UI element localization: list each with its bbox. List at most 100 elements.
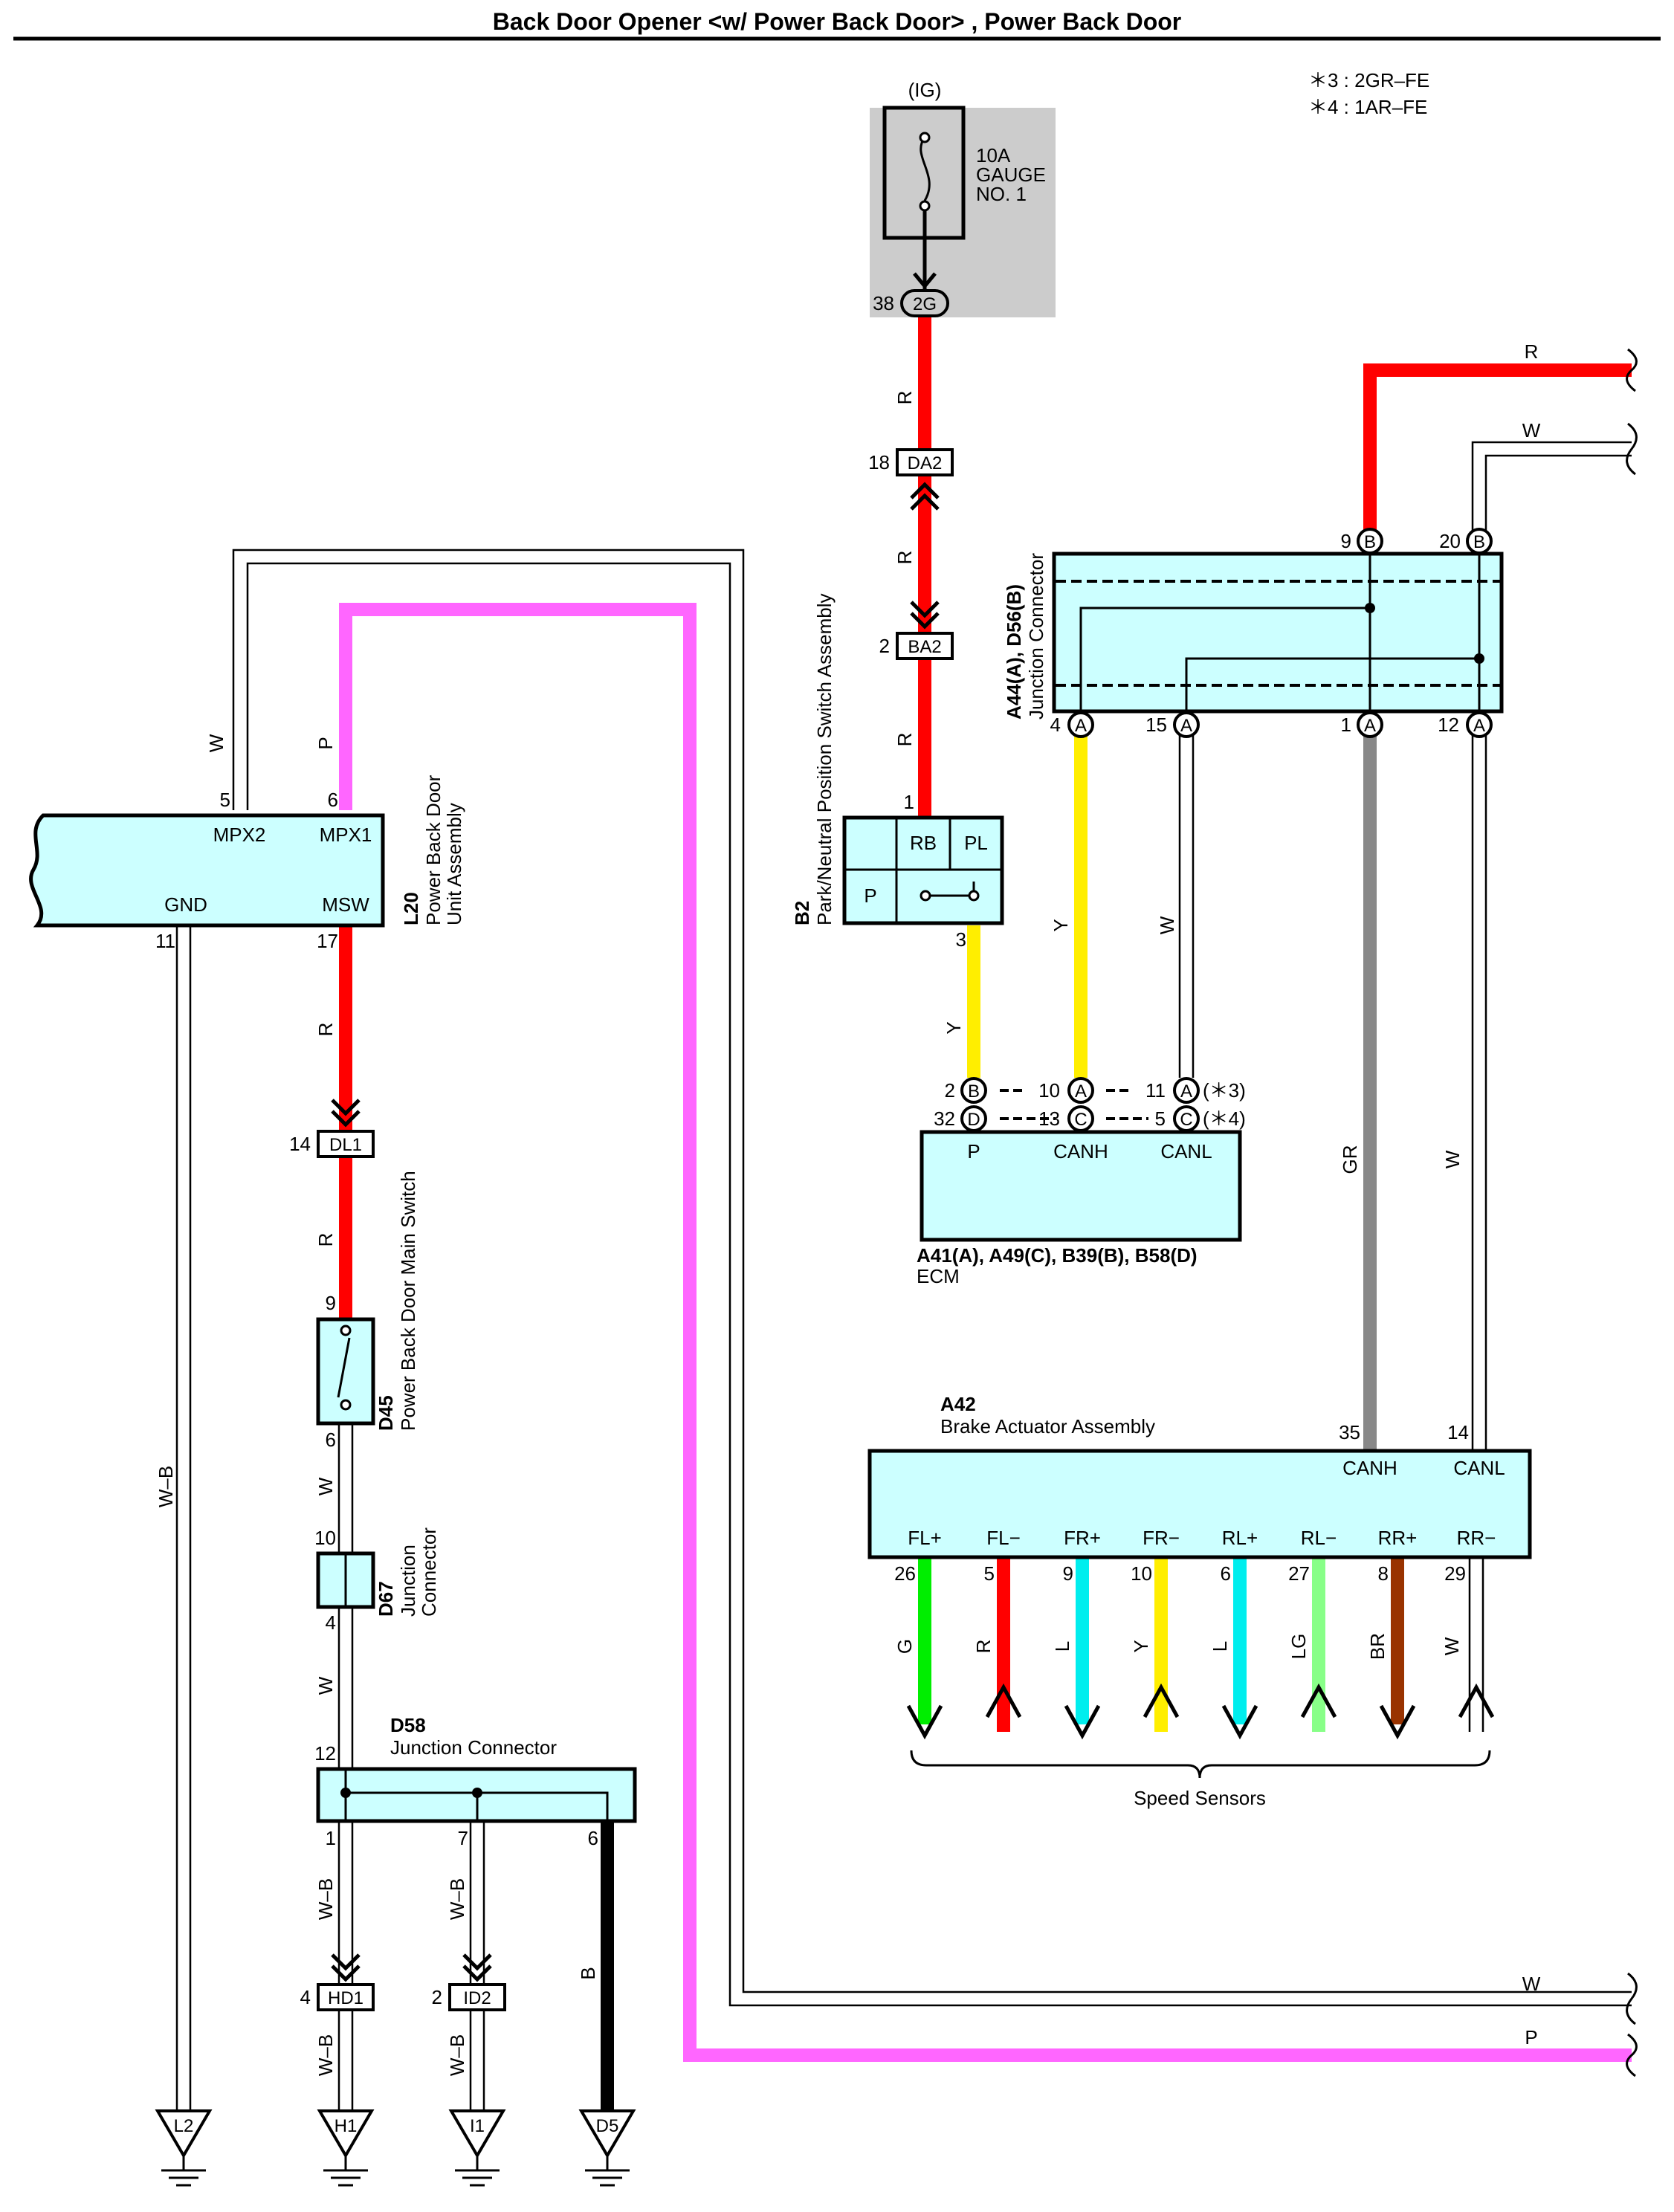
ecm-name: ECM (917, 1265, 960, 1287)
wire-label-y-b2: Y (943, 1021, 965, 1034)
speed-sensors-label: Speed Sensors (1134, 1787, 1266, 1809)
ba2-connector (896, 632, 954, 660)
a42-terminal-rr-minus: RR− (1457, 1527, 1496, 1549)
hd1-chevron-icon-2 (331, 1964, 361, 1982)
junction-connector-a44-d56 (1052, 552, 1504, 714)
ecm-pin-13-marker (1067, 1105, 1094, 1132)
l20-component (29, 813, 385, 928)
ecm-pin-5-marker (1173, 1105, 1200, 1132)
da2-pin: 18 (868, 451, 890, 473)
l20-pin-gnd: 11 (155, 930, 175, 952)
d45-code: D45 (375, 1395, 397, 1431)
wire-label-r-fuse: R (893, 391, 916, 405)
a42-pin-fl-minus: 5 (984, 1562, 995, 1585)
l20-terminal-gnd: GND (164, 893, 207, 916)
a42-name: Brake Actuator Assembly (940, 1415, 1155, 1438)
b2-code: B2 (791, 901, 813, 925)
wire-label-wb-h1-upper: W–B (314, 1878, 337, 1920)
hd1-pin: 4 (300, 1986, 311, 2008)
wire-label-w-mpx2: W (205, 734, 227, 752)
wire-break-r (1626, 348, 1638, 392)
wire-p-mpx1 (339, 603, 1632, 2062)
ba2-chevron-icon (910, 601, 940, 618)
a42-pin-fr-minus: 10 (1131, 1562, 1152, 1585)
d58-node-7 (472, 1788, 482, 1798)
id2-label: ID2 (463, 1988, 491, 2008)
fuse-supply-label: (IG) (908, 79, 942, 101)
junction-pin-15-letter: A (1180, 716, 1192, 736)
junction-pin-20-marker (1466, 528, 1493, 554)
wire-label-l-fr-plus: L (1051, 1641, 1073, 1652)
wire-label-w-bottom: W (1522, 1973, 1541, 1995)
b2-terminal-p: P (864, 885, 876, 907)
a42-pin-rl-plus: 6 (1221, 1562, 1231, 1585)
a42-terminal-rr-plus: RR+ (1378, 1527, 1418, 1549)
d58-name: Junction Connector (390, 1736, 557, 1759)
l20-code: L20 (400, 892, 422, 925)
d67-pin-out: 4 (326, 1611, 336, 1634)
d45-switch-blade-icon (337, 1337, 351, 1398)
l20-terminal-msw: MSW (322, 893, 369, 916)
d67-name-1: Junction (397, 1545, 419, 1617)
hd1-label: HD1 (328, 1988, 363, 2008)
ecm-terminal-canl: CANL (1160, 1140, 1212, 1162)
a42-terminal-rl-minus: RL− (1301, 1527, 1337, 1549)
id2-chevron-icon (462, 1953, 492, 1971)
wire-r-junction-top (1363, 363, 1632, 539)
ground-h1-label: H1 (335, 2116, 358, 2136)
d45-contact-bottom (340, 1399, 352, 1411)
ecm-pin-32-letter: D (967, 1110, 980, 1130)
a42-terminal-fr-plus: FR+ (1064, 1527, 1101, 1549)
ground-h1-icon (322, 2154, 369, 2187)
id2-pin: 2 (432, 1986, 442, 2008)
a42-pin-fr-plus: 9 (1063, 1562, 1073, 1585)
d58-node-1 (340, 1788, 351, 1798)
d58-pin-in: 12 (314, 1742, 336, 1765)
wire-label-r-msw: R (314, 1023, 337, 1037)
fuse-rating: 10A (976, 144, 1011, 166)
a42-terminal-fl-minus: FL− (986, 1527, 1021, 1549)
fuse-name-2: NO. 1 (976, 183, 1027, 205)
fuse-element-icon (920, 137, 931, 201)
ecm-pin-11-marker (1173, 1077, 1200, 1104)
a42-pin-canh: 35 (1339, 1421, 1360, 1443)
ecm-pin-13: 13 (1038, 1107, 1060, 1130)
dl1-chevron-icon-2 (331, 1110, 361, 1128)
ba2-pin: 2 (879, 635, 890, 657)
a42-terminal-rl-plus: RL+ (1222, 1527, 1258, 1549)
ecm-pin-10-letter: A (1075, 1081, 1087, 1102)
fuse-connector-label: 2G (913, 294, 937, 314)
junction-code: A44(A), D56(B) (1003, 584, 1025, 719)
junction-pin-12: 12 (1438, 714, 1459, 736)
id2-connector (448, 1983, 506, 2011)
ecm-component (920, 1130, 1242, 1242)
b2-switch-contact-right (968, 890, 980, 902)
junction-pin-9-letter: B (1364, 532, 1376, 552)
d67-pin-in: 10 (314, 1527, 336, 1549)
wire-w-mpx2-outer (232, 549, 1632, 1993)
arrow-up-rr-minus (1458, 1683, 1495, 1718)
ground-i1-label: I1 (470, 2116, 485, 2136)
junction-pin-15: 15 (1145, 714, 1167, 736)
ground-l2-label: L2 (174, 2116, 194, 2136)
hd1-chevron-icon (331, 1953, 361, 1971)
ecm-note-4: (＊4) (1203, 1107, 1246, 1130)
ecm-pin-10: 10 (1038, 1079, 1060, 1102)
junction-pin-4: 4 (1050, 714, 1061, 736)
wire-break-w-top (1626, 422, 1638, 476)
ground-d5-triangle (578, 2109, 636, 2158)
b2-terminal-rb: RB (910, 832, 937, 854)
wire-label-w-junction-ecm: W (1156, 916, 1178, 934)
wire-label-gr: GR (1339, 1145, 1361, 1174)
fuse-terminal-bottom (919, 200, 931, 212)
fuse-terminal-top (919, 132, 931, 143)
fuse-connector-2g (900, 289, 949, 317)
ecm-pin-2-marker (960, 1077, 987, 1104)
ecm-pin-32-marker (960, 1105, 987, 1132)
wire-label-wb-i1-upper: W–B (446, 1878, 468, 1920)
wire-break-p-bottom (1626, 2033, 1638, 2077)
junction-pin-9: 9 (1341, 530, 1351, 552)
da2-label: DA2 (908, 453, 943, 473)
wire-label-w-d58: W (314, 1676, 337, 1695)
